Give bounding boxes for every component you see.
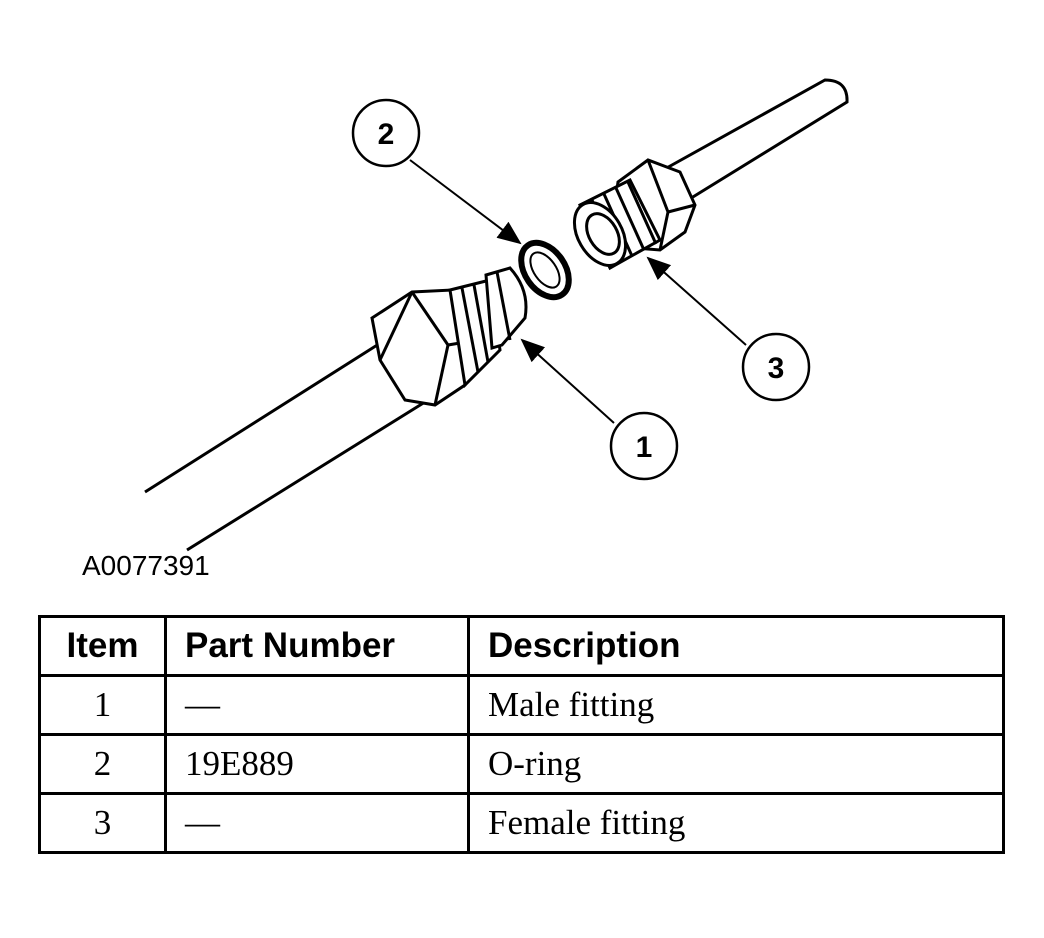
cell-item: 1 <box>38 674 167 736</box>
cell-part-number: 19E889 <box>164 733 470 795</box>
header-description: Description <box>467 615 1005 677</box>
table-header-row: Item Part Number Description <box>38 615 1005 677</box>
svg-text:1: 1 <box>636 431 653 464</box>
o-ring <box>518 239 572 301</box>
table-row: 2 19E889 O-ring <box>38 733 1005 795</box>
parts-table: Item Part Number Description 1 — Male fi… <box>38 615 1005 854</box>
cell-part-number: — <box>164 792 470 854</box>
cell-description: Female fitting <box>467 792 1005 854</box>
table-row: 3 — Female fitting <box>38 792 1005 854</box>
cell-part-number: — <box>164 674 470 736</box>
cell-item: 2 <box>38 733 167 795</box>
svg-text:2: 2 <box>378 118 395 151</box>
leader-line-3 <box>646 256 747 346</box>
cell-description: O-ring <box>467 733 1005 795</box>
cell-item: 3 <box>38 792 167 854</box>
callout-2: 2 <box>351 98 421 168</box>
header-item: Item <box>38 615 167 677</box>
header-part-number: Part Number <box>164 615 470 677</box>
figure-code: A0077391 <box>82 550 210 581</box>
male-fitting <box>144 266 528 552</box>
female-fitting <box>572 78 849 271</box>
callout-3: 3 <box>741 332 811 402</box>
svg-text:3: 3 <box>768 352 785 385</box>
leader-line-1 <box>520 338 615 424</box>
leader-line-2 <box>409 159 522 245</box>
table-row: 1 — Male fitting <box>38 674 1005 736</box>
fitting-illustration: 1 2 3 <box>144 78 849 552</box>
cell-description: Male fitting <box>467 674 1005 736</box>
callout-1: 1 <box>609 411 679 481</box>
